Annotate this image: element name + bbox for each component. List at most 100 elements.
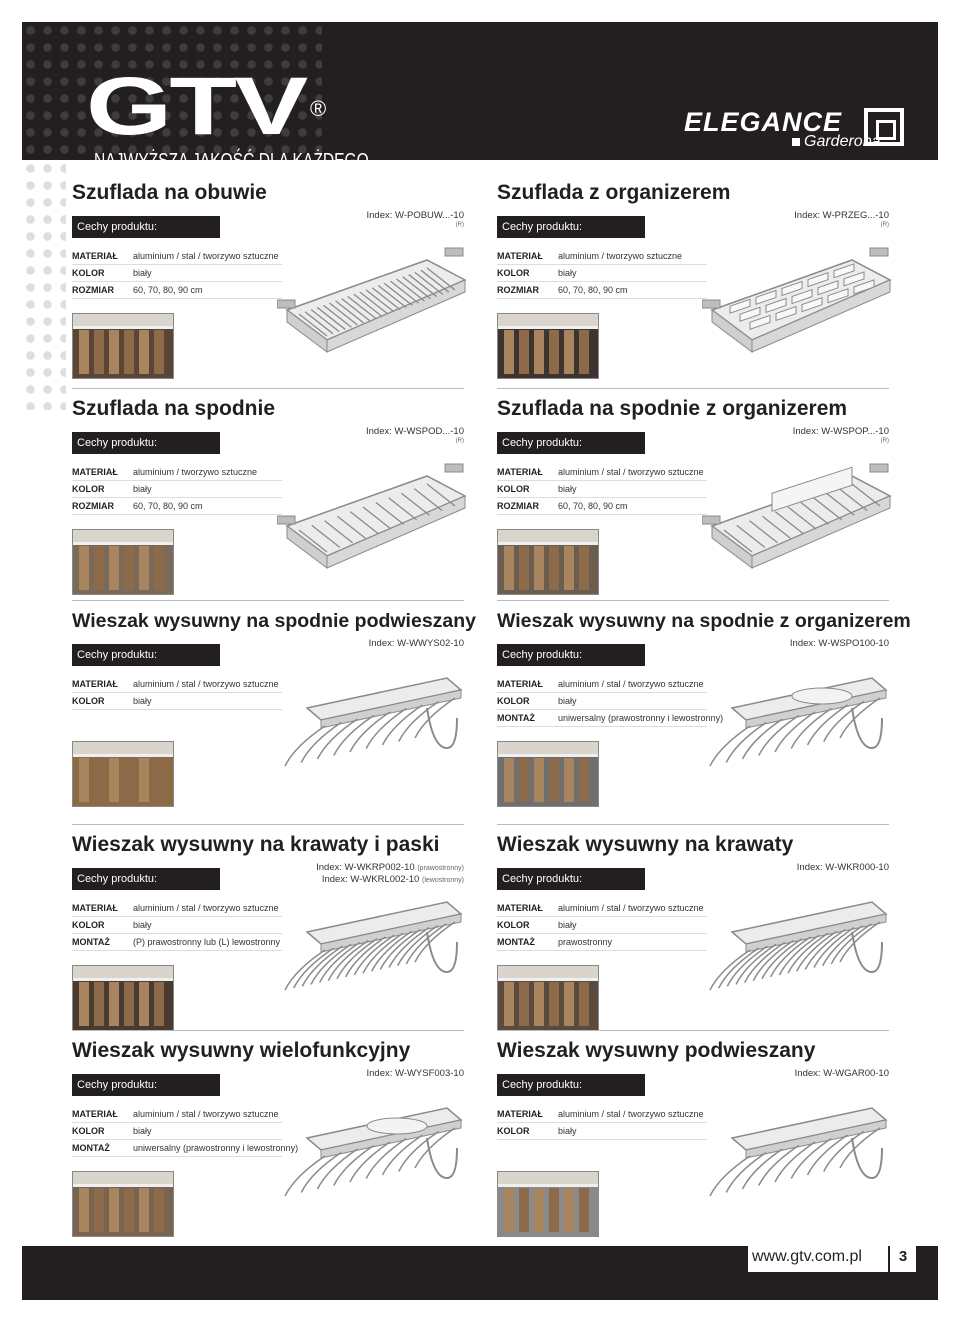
spec-key: ROZMIAR: [72, 501, 114, 511]
spec-key: MATERIAŁ: [497, 251, 543, 261]
features-badge: Cechy produktu:: [497, 868, 645, 890]
spec-row: MONTAŻ (P) prawostronny lub (L) lewostron…: [72, 934, 282, 951]
features-badge: Cechy produktu:: [72, 216, 220, 238]
spec-value: aluminium / stal / tworzywo sztuczne: [558, 679, 704, 689]
spec-value: aluminium / stal / tworzywo sztuczne: [558, 1109, 704, 1119]
index-code: Index: W-WWYS02-10: [368, 638, 464, 649]
spec-value: (P) prawostronny lub (L) lewostronny: [133, 937, 281, 947]
product-drawing: [709, 1107, 888, 1197]
product-index: Index: W-WKR000-10: [797, 862, 889, 874]
spec-value: 60, 70, 80, 90 cm: [133, 285, 203, 295]
spec-key: MONTAŻ: [72, 937, 110, 947]
spec-key: MATERIAŁ: [72, 251, 118, 261]
spec-key: ROZMIAR: [497, 285, 539, 295]
section-divider: [497, 388, 889, 389]
gtv-logo: GTV: [86, 61, 308, 152]
spec-key: KOLOR: [497, 920, 530, 930]
product-drawing: [284, 677, 463, 767]
product-photo-frame: [497, 1171, 599, 1237]
product-drawing: [701, 463, 892, 569]
product-photo-frame: [497, 965, 599, 1031]
spec-key: ROZMIAR: [72, 285, 114, 295]
spec-value: biały: [558, 484, 577, 494]
product-title: Szuflada na spodnie: [72, 397, 276, 420]
spec-row: KOLOR biały: [72, 1123, 282, 1140]
spec-row: KOLOR biały: [497, 1123, 707, 1140]
spec-value: biały: [133, 1126, 152, 1136]
dot-pattern: [22, 22, 322, 160]
product-drawing: [284, 1107, 463, 1197]
product-index: Index: W-WKRP002-10 (prawostronny)Index:…: [316, 862, 464, 886]
spec-key: KOLOR: [72, 1126, 105, 1136]
spec-value: biały: [133, 920, 152, 930]
product-title: Szuflada z organizerem: [497, 181, 731, 204]
index-note: (lewostronny): [421, 877, 464, 884]
website-url[interactable]: www.gtv.com.pl: [752, 1248, 862, 1265]
product-index: Index: W-WSPOD...-10(R): [366, 426, 464, 445]
spec-row: KOLOR biały: [72, 917, 282, 934]
dot-pattern-side: [22, 160, 66, 410]
product-drawing: [276, 247, 467, 353]
index-code: Index: W-WKRP002-10: [316, 862, 415, 873]
spec-value: biały: [558, 696, 577, 706]
index-code: Index: W-WYSF003-10: [366, 1068, 464, 1079]
spec-value: biały: [133, 484, 152, 494]
product-image: [701, 240, 892, 380]
section-divider: [72, 1030, 464, 1031]
product-image: [277, 668, 467, 808]
index-note: (R): [880, 222, 889, 228]
features-badge: Cechy produktu:: [497, 644, 645, 666]
features-badge: Cechy produktu:: [72, 644, 220, 666]
spec-value: biały: [558, 1126, 577, 1136]
spec-key: MATERIAŁ: [497, 1109, 543, 1119]
product-photo: [498, 1172, 598, 1236]
spec-key: MATERIAŁ: [497, 467, 543, 477]
product-image: [701, 456, 892, 596]
product-image: [276, 240, 467, 380]
product-photo-frame: [497, 313, 599, 379]
product-title: Szuflada na spodnie z organizerem: [497, 397, 848, 420]
product-index: Index: W-WSPOP...-10(R): [793, 426, 889, 445]
index-line: Index: W-WKRL002-10 (lewostronny): [316, 874, 464, 886]
spec-key: MONTAŻ: [497, 713, 535, 723]
spec-key: KOLOR: [72, 268, 105, 278]
tagline: NAJWYŻSZA JAKOŚĆ DLA KAŻDEGO: [94, 150, 369, 160]
index-code: Index: W-WSPO100-10: [789, 638, 889, 649]
spec-key: KOLOR: [497, 1126, 530, 1136]
spec-value: aluminium / stal / tworzywo sztuczne: [133, 1109, 279, 1119]
product-image: [702, 892, 892, 1032]
index-note: (R): [455, 222, 464, 228]
spec-key: KOLOR: [72, 920, 105, 930]
product-photo-frame: [72, 529, 174, 595]
registered-mark: ®: [310, 96, 327, 121]
page-header: GTV ® NAJWYŻSZA JAKOŚĆ DLA KAŻDEGO ELEGA…: [22, 22, 938, 160]
features-badge: Cechy produktu:: [497, 432, 645, 454]
spec-key: KOLOR: [497, 696, 530, 706]
product-title: Wieszak wysuwny na krawaty i paski: [72, 833, 440, 856]
product-image: [277, 892, 467, 1032]
features-badge: Cechy produktu:: [72, 868, 220, 890]
spec-value: biały: [133, 268, 152, 278]
spec-list: MATERIAŁ aluminium / stal / tworzywo sztu…: [497, 1106, 707, 1140]
spec-row: MATERIAŁ aluminium / stal / tworzywo sztu…: [72, 1106, 282, 1123]
spec-key: MONTAŻ: [497, 937, 535, 947]
product-photo: [498, 314, 598, 378]
spec-key: MATERIAŁ: [72, 1109, 118, 1119]
